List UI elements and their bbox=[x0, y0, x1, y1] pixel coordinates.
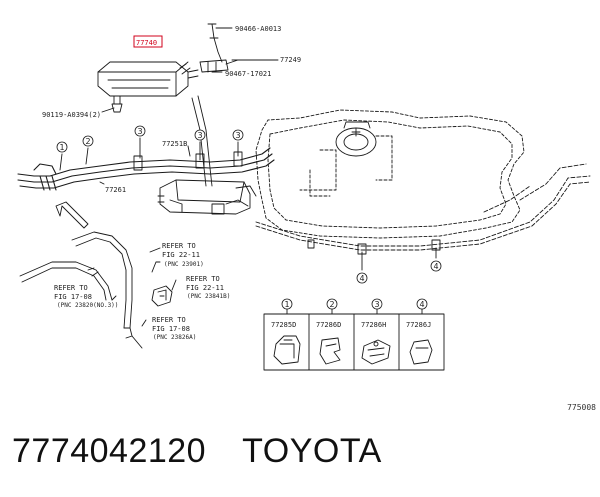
clip-circle-2 bbox=[326, 298, 338, 310]
caption-part-number: 7774042120 bbox=[12, 432, 207, 470]
refer2-line1: REFER TO bbox=[186, 275, 220, 283]
clip-circle-1 bbox=[281, 298, 293, 310]
clip-detail-panel bbox=[263, 308, 445, 371]
caption-brand: TOYOTA bbox=[242, 432, 382, 470]
callout-circle-4b bbox=[430, 260, 442, 272]
highlight-box bbox=[133, 35, 163, 48]
label-90119[interactable]: 90119-A0394(2) bbox=[42, 111, 101, 119]
refer4-line1: REFER TO bbox=[152, 316, 186, 324]
refer3-line1: REFER TO bbox=[54, 284, 88, 292]
callout-circle-3b bbox=[194, 129, 206, 141]
clip-77286h-drawing bbox=[361, 339, 391, 365]
parts-diagram: 77740 90466-A0013 77249 90467-17021 9011… bbox=[17, 23, 591, 371]
refer4-line2[interactable]: FIG 17-08 bbox=[152, 325, 190, 333]
callout-circle-3c bbox=[232, 129, 244, 141]
refer1-line1: REFER TO bbox=[162, 242, 196, 250]
clip-part-1[interactable]: 77285D bbox=[271, 321, 296, 329]
refer2-line2[interactable]: FIG 22-11 bbox=[186, 284, 224, 292]
label-77249[interactable]: 77249 bbox=[280, 56, 301, 64]
callout-circle-4a bbox=[356, 272, 368, 284]
clip-circle-4 bbox=[416, 298, 428, 310]
refer2-line3: (PNC 23841B) bbox=[187, 293, 230, 300]
callout-text-4a: 4 bbox=[359, 274, 364, 283]
callout-circle-2 bbox=[82, 135, 94, 147]
clip-77286d-drawing bbox=[319, 337, 341, 365]
bracket-23841b bbox=[151, 285, 173, 307]
evap-valve-assembly bbox=[157, 179, 257, 215]
clip-num-3: 3 bbox=[374, 300, 379, 309]
clip-part-2[interactable]: 77286D bbox=[316, 321, 341, 329]
fuel-tank bbox=[255, 109, 525, 239]
fuel-line-bundle bbox=[17, 147, 275, 191]
refer1-line2[interactable]: FIG 22-11 bbox=[162, 251, 200, 259]
callout-text-3c: 3 bbox=[235, 131, 240, 140]
clip-part-3[interactable]: 77286H bbox=[361, 321, 386, 329]
callout-text-4b: 4 bbox=[433, 262, 438, 271]
refer3-line3: (PNC 23820(NO.3)) bbox=[57, 302, 118, 309]
label-77251b[interactable]: 77251B bbox=[162, 140, 187, 148]
callout-text-3b: 3 bbox=[197, 131, 202, 140]
label-90467[interactable]: 90467-17021 bbox=[225, 70, 271, 78]
return-lines bbox=[255, 163, 591, 251]
filler-hoses bbox=[19, 231, 161, 349]
clip-part-4[interactable]: 77286J bbox=[406, 321, 431, 329]
callout-text-1: 1 bbox=[59, 143, 64, 152]
clip-circle-3 bbox=[371, 298, 383, 310]
label-77261[interactable]: 77261 bbox=[105, 186, 126, 194]
clip-77285d-drawing bbox=[273, 335, 301, 365]
refer4-line3: (PNC 23826A) bbox=[153, 334, 196, 341]
clip-num-1: 1 bbox=[284, 300, 289, 309]
refer3-line2[interactable]: FIG 17-08 bbox=[54, 293, 92, 301]
callout-circle-1 bbox=[56, 141, 68, 153]
caption: 7774042120 TOYOTA bbox=[12, 432, 382, 471]
clip-77286j-drawing bbox=[409, 339, 433, 365]
label-77740: 77740 bbox=[136, 39, 157, 47]
callout-text-2: 2 bbox=[85, 137, 90, 146]
figure-id: 775008 bbox=[567, 403, 596, 412]
clip-num-2: 2 bbox=[329, 300, 334, 309]
refer1-line3: (PNC 23901) bbox=[164, 261, 204, 268]
direction-arrow bbox=[55, 201, 89, 229]
callout-circle-3a bbox=[134, 125, 146, 137]
charcoal-canister bbox=[97, 61, 199, 113]
fuel-pump-module bbox=[299, 121, 393, 197]
clip-num-4: 4 bbox=[419, 300, 424, 309]
label-90466[interactable]: 90466-A0013 bbox=[235, 25, 281, 33]
callout-text-3a: 3 bbox=[137, 127, 142, 136]
